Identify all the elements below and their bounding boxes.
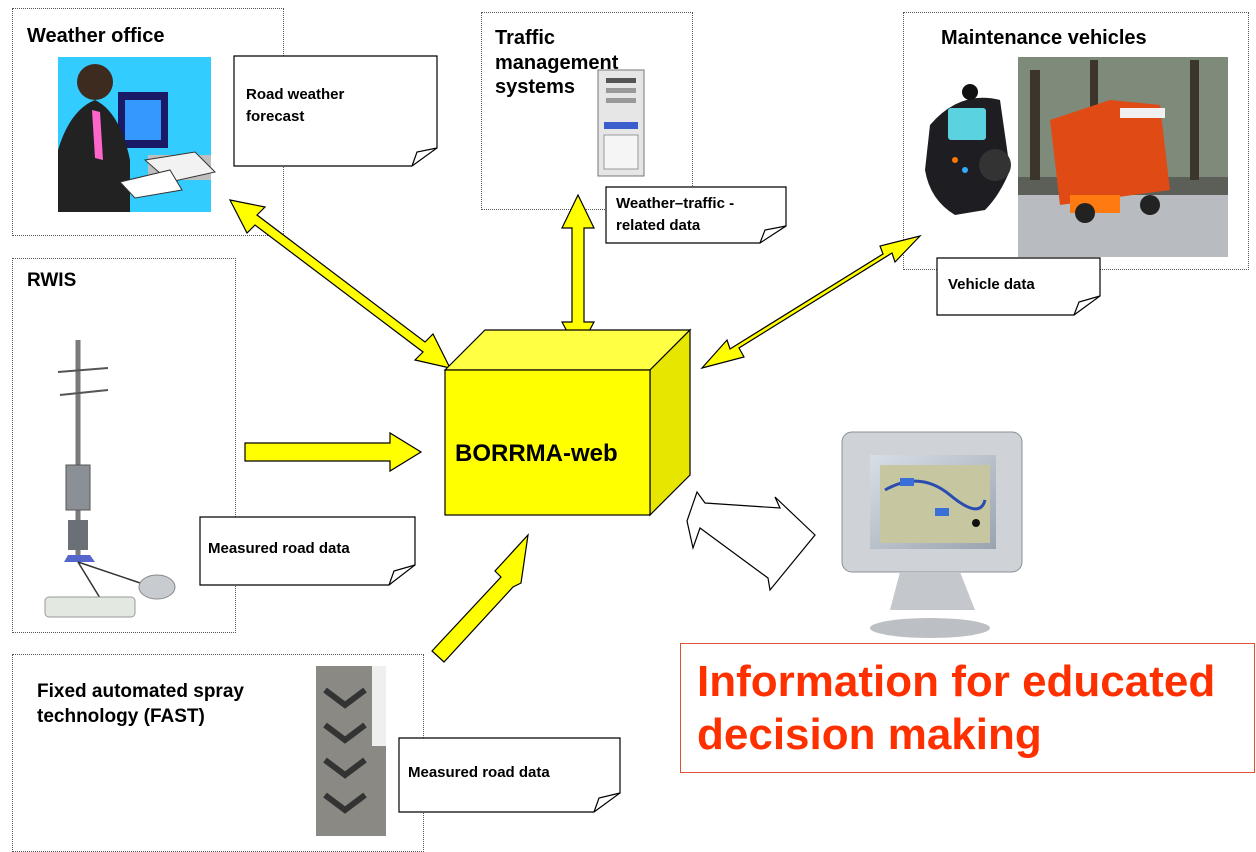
note-rwis-measured bbox=[199, 516, 416, 586]
arrow-traffic bbox=[561, 193, 595, 354]
snowplow-photo bbox=[1018, 57, 1228, 257]
traffic-panel bbox=[481, 12, 693, 210]
arrow-fast bbox=[431, 533, 529, 663]
maintenance-title: Maintenance vehicles bbox=[941, 27, 1147, 49]
note-fast-measured bbox=[398, 737, 621, 813]
rwis-panel bbox=[12, 258, 236, 633]
traffic-title: Traffic management systems bbox=[495, 27, 619, 99]
rwis-station-illustration bbox=[44, 340, 176, 618]
info-text: Information for educated decision making bbox=[697, 657, 1216, 759]
monitor-illustration bbox=[841, 431, 1023, 638]
borrma-web-label: BORRMA-web bbox=[455, 440, 618, 467]
vehicle-terminal-illustration bbox=[925, 84, 1011, 215]
fast-measured-data-text: Measured road data bbox=[408, 764, 550, 781]
arrow-weather-office bbox=[228, 199, 452, 369]
note-vehicle-data bbox=[936, 257, 1101, 316]
note-road-weather bbox=[233, 55, 438, 167]
arrow-maintenance bbox=[700, 234, 922, 370]
rwis-measured-data-text: Measured road data bbox=[208, 540, 350, 557]
weather-traffic-data-text: Weather–traffic -related data bbox=[616, 195, 735, 234]
forecaster-illustration bbox=[58, 57, 216, 212]
arrow-rwis bbox=[244, 431, 423, 473]
fast-title: Fixed automated spray technology (FAST) bbox=[37, 681, 244, 727]
borrma-cube bbox=[443, 328, 692, 517]
weather-office-title: Weather office bbox=[27, 25, 165, 47]
arrow-monitor-exchange bbox=[686, 490, 816, 592]
info-box: Information for educated decision making bbox=[680, 643, 1255, 773]
note-weather-traffic bbox=[605, 186, 787, 244]
road-sensor-photo bbox=[316, 666, 386, 836]
vehicle-data-text: Vehicle data bbox=[948, 276, 1035, 293]
server-illustration bbox=[597, 69, 645, 177]
road-weather-forecast-text: Road weather forecast bbox=[246, 86, 345, 125]
rwis-title: RWIS bbox=[27, 270, 77, 291]
